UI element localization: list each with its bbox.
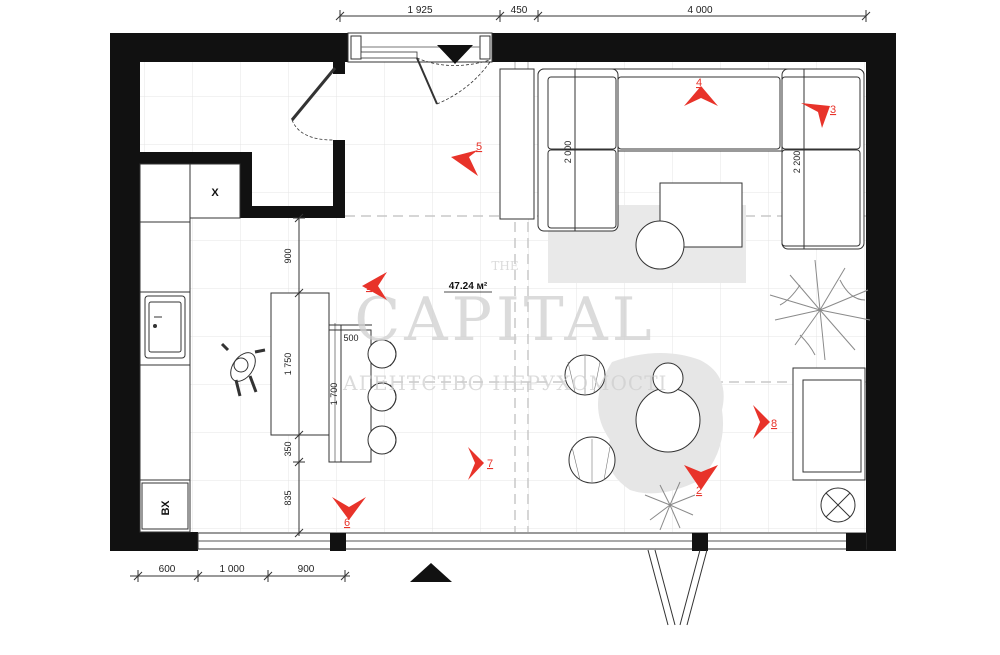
dim-island-2: 1 750 bbox=[283, 353, 293, 376]
dim-island-3: 350 bbox=[283, 441, 293, 456]
viewpoint-8-marker bbox=[753, 405, 770, 439]
island-dimension-line bbox=[293, 213, 305, 538]
viewpoint-5: 5 bbox=[476, 141, 482, 153]
bar-dimension-line bbox=[329, 324, 372, 462]
interior-walls bbox=[140, 62, 345, 218]
bar-stools bbox=[367, 339, 397, 455]
dim-top-2: 450 bbox=[511, 5, 528, 16]
sofa bbox=[537, 68, 865, 250]
person-figure bbox=[220, 342, 266, 397]
tv-cabinet bbox=[499, 68, 535, 220]
viewpoint-7-marker bbox=[468, 447, 484, 480]
viewpoint-2-marker bbox=[684, 465, 718, 490]
dim-bar-width: 500 bbox=[343, 333, 358, 343]
dim-sofa-right: 2 200 bbox=[792, 151, 802, 174]
viewpoint-3: 3 bbox=[830, 104, 836, 116]
dim-bar-length: 1 700 bbox=[329, 383, 339, 406]
dim-top-3: 4 000 bbox=[687, 5, 712, 16]
dining-table bbox=[635, 362, 701, 453]
area-label: 47.24 м² bbox=[449, 281, 488, 292]
viewpoint-4-marker bbox=[684, 86, 718, 106]
viewpoint-numbers: 1 2 3 4 5 6 7 8 bbox=[344, 77, 836, 529]
bathroom-door[interactable] bbox=[290, 67, 337, 141]
watermark-top: THE bbox=[491, 259, 518, 273]
watermark: THE CAPITAL АГЕНТСТВО НЕРУХОМОСТІ bbox=[343, 259, 668, 395]
viewpoint-1: 1 bbox=[366, 281, 372, 293]
viewpoint-markers bbox=[332, 86, 830, 520]
palm-plant bbox=[769, 259, 871, 361]
coffee-tables bbox=[635, 182, 743, 270]
small-plant bbox=[644, 481, 696, 531]
dim-top-1: 1 925 bbox=[407, 5, 432, 16]
viewpoint-5-marker bbox=[451, 150, 478, 176]
dim-island-4: 835 bbox=[283, 490, 293, 505]
vent-box bbox=[141, 482, 189, 530]
bottom-dimension-line bbox=[130, 570, 350, 582]
viewpoint-6: 6 bbox=[344, 517, 350, 529]
viewpoint-1-marker bbox=[362, 272, 387, 300]
viewpoint-6-marker bbox=[332, 497, 366, 520]
entrance-door[interactable] bbox=[347, 32, 493, 105]
kitchen-island bbox=[270, 292, 372, 463]
balcony-door[interactable] bbox=[647, 549, 708, 626]
dim-bottom-2: 1 000 bbox=[219, 564, 244, 575]
armchair bbox=[792, 367, 866, 481]
watermark-main: CAPITAL bbox=[354, 285, 655, 355]
viewpoint-2: 2 bbox=[696, 485, 702, 497]
viewpoint-3-marker bbox=[801, 103, 830, 128]
watermark-sub: АГЕНТСТВО НЕРУХОМОСТІ bbox=[343, 371, 668, 395]
dining-chairs bbox=[564, 354, 616, 484]
dim-sofa-left: 2 000 bbox=[563, 141, 573, 164]
top-dimension-line bbox=[335, 10, 871, 22]
entrance-arrow bbox=[410, 563, 452, 582]
viewpoint-7: 7 bbox=[487, 458, 493, 470]
floor-vent bbox=[820, 487, 856, 523]
wardrobe-box bbox=[189, 163, 241, 219]
viewpoint-8: 8 bbox=[771, 418, 777, 430]
dim-island-1: 900 bbox=[283, 248, 293, 263]
bottom-window bbox=[197, 532, 867, 551]
dim-bottom-3: 900 bbox=[298, 564, 315, 575]
sofa-dimension-lines bbox=[574, 69, 805, 249]
exterior-walls bbox=[110, 33, 896, 551]
sink bbox=[144, 295, 186, 359]
wardrobe-label: X bbox=[211, 187, 219, 199]
dim-bottom-1: 600 bbox=[159, 564, 176, 575]
vent-label: ВХ bbox=[160, 500, 172, 516]
viewpoint-4: 4 bbox=[696, 77, 702, 89]
